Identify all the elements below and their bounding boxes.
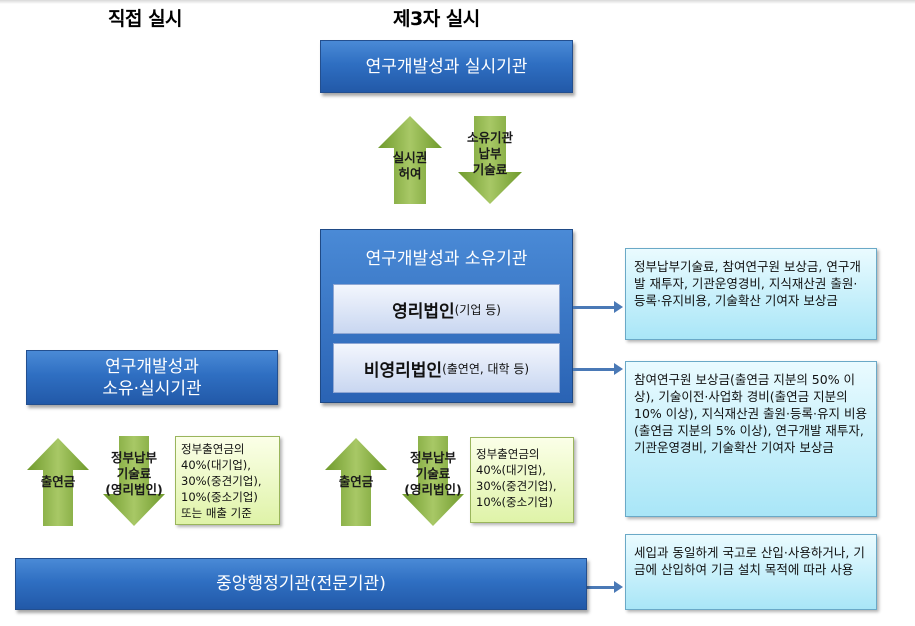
left-down-arrow-icon	[103, 436, 165, 526]
central-agency-box: 중앙행정기관(전문기관)	[15, 558, 587, 610]
for-profit-usage-note: 정부납부기술료, 참여연구원 보상금, 연구개발 재투자, 기관운영경비, 지식…	[625, 248, 877, 340]
owner-implementer-box: 연구개발성과 소유·실시기관	[26, 350, 278, 405]
header-third-party: 제3자 실시	[393, 8, 480, 30]
connector-central	[587, 581, 623, 593]
owner-title: 연구개발성과 소유기관	[365, 249, 528, 269]
connector-non-profit	[573, 363, 623, 375]
up-arrow-icon	[378, 116, 442, 204]
mid-down-arrow-icon	[402, 436, 464, 526]
non-profit-box: 비영리법인(출연연, 대학 등)	[333, 343, 560, 393]
mid-contribution-label: 출연금	[338, 474, 374, 489]
header-direct: 직접 실시	[108, 8, 183, 30]
top-border	[0, 0, 915, 4]
mid-up-arrow-icon	[325, 438, 387, 526]
left-up-arrow-icon	[27, 438, 89, 526]
implementer-label: 연구개발성과 실시기관	[365, 56, 528, 77]
non-profit-usage-note: 참여연구원 보상금(출연금 지분의 50% 이상), 기술이전·사업화 경비(출…	[625, 361, 877, 517]
connector-for-profit	[573, 301, 623, 313]
implementer-box: 연구개발성과 실시기관	[320, 40, 573, 93]
for-profit-box: 영리법인(기업 등)	[333, 284, 560, 334]
central-usage-note: 세입과 동일하게 국고로 산입·사용하거나, 기금에 산입하여 기금 설치 목적…	[625, 534, 877, 610]
left-contribution-label: 출연금	[40, 474, 76, 489]
down-arrow-icon	[458, 116, 522, 204]
owner-container: 연구개발성과 소유기관 영리법인(기업 등) 비영리법인(출연연, 대학 등)	[320, 229, 573, 403]
